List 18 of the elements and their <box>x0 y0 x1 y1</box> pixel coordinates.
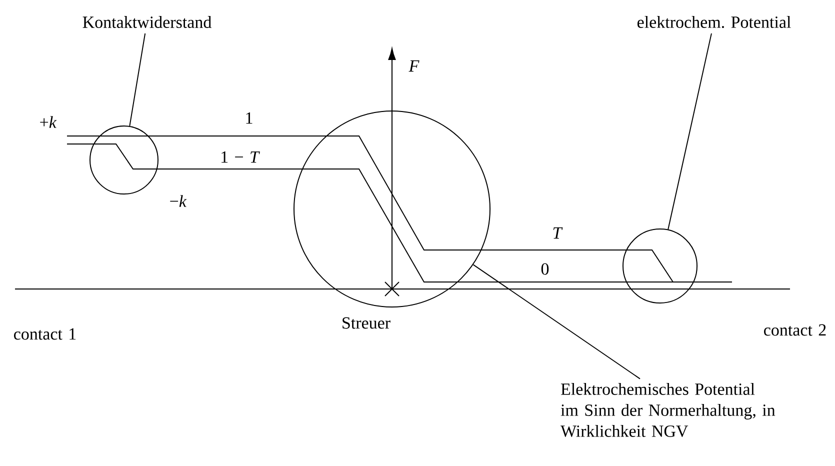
circle-marker <box>294 110 490 308</box>
leader-line <box>472 264 640 380</box>
leader-line <box>668 32 712 230</box>
curve-label: −k <box>170 195 187 207</box>
axis-label: F <box>408 60 420 72</box>
curve-label: 1 − T <box>222 151 260 163</box>
curve-label: T <box>553 227 563 239</box>
contact-label: contact 1 <box>14 328 76 340</box>
annotation-text: Kontaktwiderstand <box>82 16 212 28</box>
contact-label: contact 2 <box>764 324 826 336</box>
curve-label: +k <box>40 116 57 128</box>
annotation-text: elektrochem. Potential <box>637 16 791 28</box>
circle-marker <box>90 126 158 194</box>
circle-marker <box>622 228 698 304</box>
annotation-text: Elektrochemisches Potential im Sinn der Normerhaltung, in Wirklichkeit NGV <box>560 382 776 438</box>
leader-line <box>129 32 146 126</box>
curve-label: 0 <box>541 263 549 275</box>
curve-label: 1 <box>246 112 252 124</box>
